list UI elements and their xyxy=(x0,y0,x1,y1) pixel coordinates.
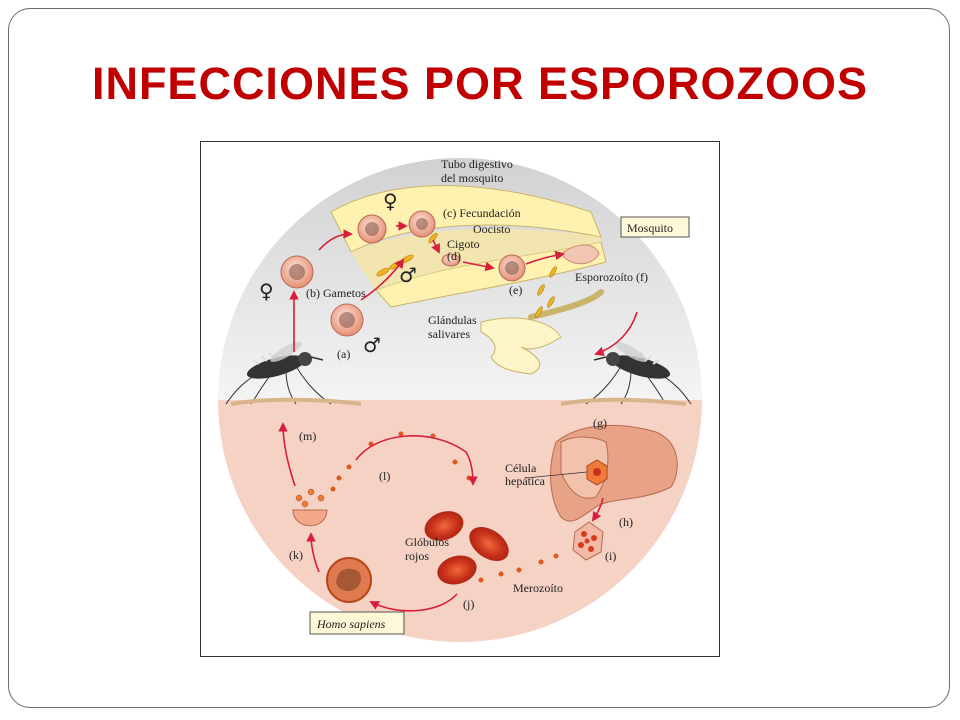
label-glandulas-line1: Glándulas xyxy=(428,313,477,327)
label-k: (k) xyxy=(289,548,303,562)
arrow-m xyxy=(278,422,296,487)
ruptured-red-blood-cell xyxy=(292,509,328,527)
homo-sapiens-box xyxy=(309,611,405,635)
arrow-e-to-f xyxy=(525,250,565,265)
life-cycle-figure: Tubo digestivo del mosquito (c) Fecundac… xyxy=(200,141,720,657)
label-globulos-line1: Glóbulos xyxy=(405,535,449,549)
label-celula-line1: Célula xyxy=(505,461,537,475)
arrow-f-to-bite xyxy=(594,311,638,356)
label-l: (l) xyxy=(379,469,390,483)
zygote xyxy=(441,253,461,267)
male-symbol: ♂ xyxy=(363,333,381,357)
label-glandulas-line2: salivares xyxy=(428,327,470,341)
arrow-k xyxy=(306,532,320,573)
label-homo-sapiens: Homo sapiens xyxy=(316,617,386,631)
female-symbol-gut: ♀ xyxy=(383,189,398,213)
female-symbol: ♀ xyxy=(259,279,274,303)
red-blood-cell-2 xyxy=(469,526,509,562)
label-cigoto: Cigoto xyxy=(447,237,480,251)
male-symbol-gut: ♂ xyxy=(399,263,417,287)
mosquito-box xyxy=(620,216,690,238)
label-h: (h) xyxy=(619,515,633,529)
salivary-glands xyxy=(480,317,562,375)
label-globulos-line2: rojos xyxy=(405,549,429,563)
arrow-j xyxy=(369,593,458,612)
label-mosquito: Mosquito xyxy=(627,221,673,235)
label-e: (e) xyxy=(509,283,522,297)
merozoite-dots xyxy=(330,431,559,583)
sporozoite-release-point xyxy=(560,244,600,265)
slide-title: INFECCIONES POR ESPOROZOOS xyxy=(91,58,869,109)
red-blood-cell-1 xyxy=(424,511,464,541)
mosquito-gut-lumen xyxy=(351,228,601,290)
label-merozoito: Merozoíto xyxy=(513,581,563,595)
arrow-b-to-c xyxy=(318,229,353,251)
label-i: (i) xyxy=(605,549,616,563)
label-d: (d) xyxy=(447,249,461,263)
skin-surface-left xyxy=(230,397,362,406)
label-m: (m) xyxy=(299,429,316,443)
arrow-c-to-d xyxy=(431,239,440,254)
arrow-male-gamete xyxy=(360,258,405,301)
label-fecundacion: (c) Fecundación xyxy=(443,206,521,220)
label-oocisto: Oocisto xyxy=(473,222,510,236)
arrow-h xyxy=(591,497,604,522)
label-tubo-line2: del mosquito xyxy=(441,171,503,185)
cycle-arrows xyxy=(278,221,638,612)
hepatic-cell-pointer xyxy=(525,471,588,479)
arrow-l xyxy=(355,435,478,486)
label-tubo-line1: Tubo digestivo xyxy=(441,157,513,171)
mosquito-gut-lower xyxy=(375,241,607,308)
red-blood-cell-3 xyxy=(437,555,477,585)
mosquito-right xyxy=(585,342,692,405)
label-g: (g) xyxy=(593,416,607,430)
label-j: (j) xyxy=(463,597,474,611)
label-a: (a) xyxy=(337,347,350,361)
skin-surface-right xyxy=(560,397,687,406)
label-esporozoito: Esporozoíto (f) xyxy=(575,270,648,284)
plasmodium-life-cycle-diagram: Tubo digestivo del mosquito (c) Fecundac… xyxy=(218,157,702,642)
label-gametos: (b) Gametos xyxy=(306,286,366,300)
label-celula-line2: hepática xyxy=(505,474,546,488)
arrow-d-to-e xyxy=(462,261,495,272)
